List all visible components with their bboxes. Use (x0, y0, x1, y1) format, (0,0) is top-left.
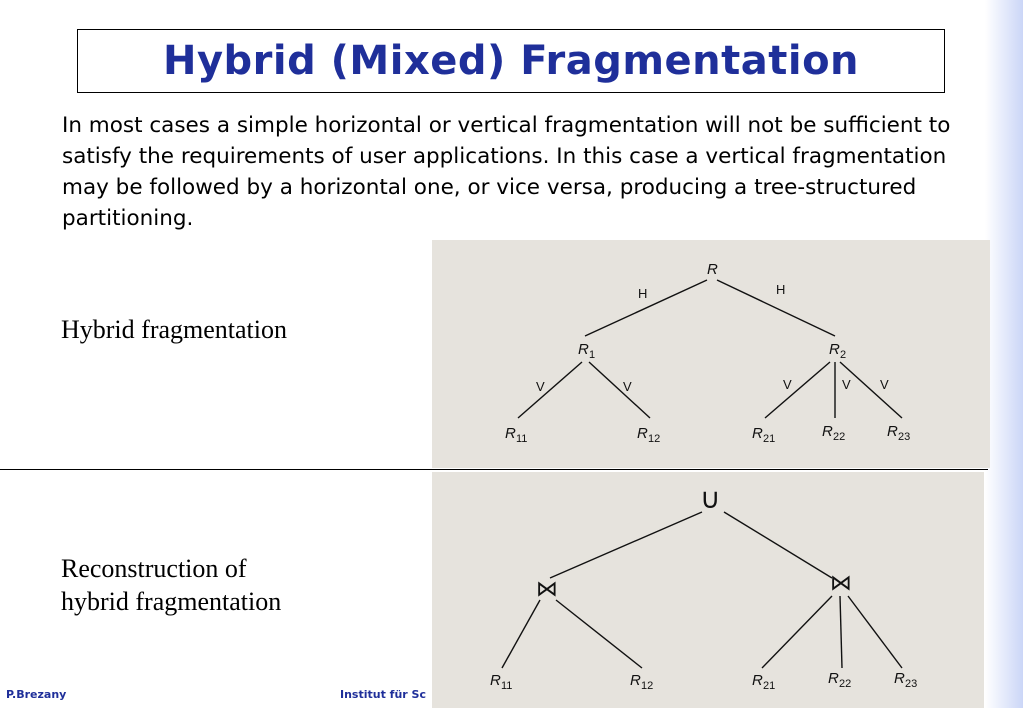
fragmentation-tree-svg: H H V V V V V R R 1 R 2 R 11 R 12 R 21 R (505, 261, 910, 445)
edge-label-v-4: V (842, 377, 851, 392)
slide-side-band (985, 0, 1023, 708)
rec-node-r23: R 23 (894, 670, 917, 690)
slide-title: Hybrid (Mixed) Fragmentation (162, 38, 860, 84)
edge-label-v-2: V (623, 379, 632, 394)
reconstruction-label: Reconstruction of hybrid fragmentation (61, 552, 281, 618)
svg-text:21: 21 (763, 433, 775, 445)
svg-text:R: R (887, 423, 898, 440)
rec-edge-right-r21 (761, 595, 833, 669)
svg-text:R: R (637, 425, 648, 442)
rec-node-r21: R 21 (752, 672, 775, 692)
edge-r1-r11 (517, 361, 583, 419)
rec-edge-root-left (549, 511, 703, 579)
svg-text:11: 11 (501, 680, 512, 692)
svg-text:R: R (894, 670, 905, 687)
title-box: Hybrid (Mixed) Fragmentation (77, 29, 945, 93)
union-operator: ∪ (700, 482, 721, 515)
intro-paragraph: In most cases a simple horizontal or ver… (62, 113, 951, 231)
footer-author: P.Brezany (6, 688, 67, 701)
svg-text:R: R (752, 672, 763, 689)
rec-edge-left-r12 (555, 599, 643, 669)
svg-text:22: 22 (839, 678, 851, 690)
reconstruction-tree-figure: ∪ ⋈ ⋈ R 11 R 12 R 21 R 22 R 23 (432, 472, 984, 708)
edge-label-v-3: V (783, 377, 792, 392)
edge-r2-r23 (839, 361, 903, 419)
footer-institute: Institut für Sc (340, 688, 426, 701)
edge-label-v-1: V (536, 379, 545, 394)
edge-root-r2 (716, 279, 836, 337)
rec-edge-right-r22 (839, 595, 843, 669)
svg-text:R: R (828, 670, 839, 687)
svg-text:12: 12 (641, 680, 653, 692)
svg-text:23: 23 (905, 678, 917, 690)
svg-text:R: R (505, 425, 516, 442)
node-r2: R 2 (829, 341, 846, 361)
rec-edge-root-right (723, 511, 833, 579)
svg-text:11: 11 (516, 433, 527, 445)
svg-text:R: R (630, 672, 641, 689)
reconstruction-tree-svg: ∪ ⋈ ⋈ R 11 R 12 R 21 R 22 R 23 (490, 482, 917, 692)
edge-label-v-5: V (880, 377, 889, 392)
node-r21: R 21 (752, 425, 775, 445)
svg-text:R: R (752, 425, 763, 442)
rec-edge-left-r11 (501, 599, 541, 669)
svg-text:2: 2 (840, 349, 846, 361)
edge-label-h-right: H (776, 282, 785, 297)
rec-node-r11: R 11 (490, 672, 512, 692)
node-r11: R 11 (505, 425, 527, 445)
rec-node-r12: R 12 (630, 672, 653, 692)
node-r12: R 12 (637, 425, 660, 445)
rec-edge-right-r23 (847, 595, 903, 669)
reconstruction-label-line2: hybrid fragmentation (61, 587, 282, 616)
svg-text:R: R (578, 341, 589, 358)
edge-r2-r21 (764, 361, 831, 419)
edge-root-r1 (584, 279, 708, 337)
reconstruction-label-line1: Reconstruction of (61, 554, 247, 583)
node-root: R (707, 261, 718, 278)
svg-text:R: R (822, 423, 833, 440)
hybrid-fragmentation-label: Hybrid fragmentation (61, 315, 287, 344)
node-r23: R 23 (887, 423, 910, 443)
edge-label-h-left: H (638, 286, 647, 301)
svg-text:12: 12 (648, 433, 660, 445)
edge-r1-r12 (588, 361, 651, 419)
svg-text:21: 21 (763, 680, 775, 692)
svg-text:R: R (829, 341, 840, 358)
node-r22: R 22 (822, 423, 845, 443)
svg-text:23: 23 (898, 431, 910, 443)
svg-text:R: R (490, 672, 501, 689)
node-r1: R 1 (578, 341, 595, 361)
join-operator-right: ⋈ (830, 571, 852, 596)
svg-text:22: 22 (833, 431, 845, 443)
svg-text:1: 1 (589, 349, 595, 361)
fragmentation-tree-figure: H H V V V V V R R 1 R 2 R 11 R 12 R 21 R (432, 240, 990, 468)
join-operator-left: ⋈ (536, 577, 558, 602)
section-divider (0, 469, 988, 470)
rec-node-r22: R 22 (828, 670, 851, 690)
